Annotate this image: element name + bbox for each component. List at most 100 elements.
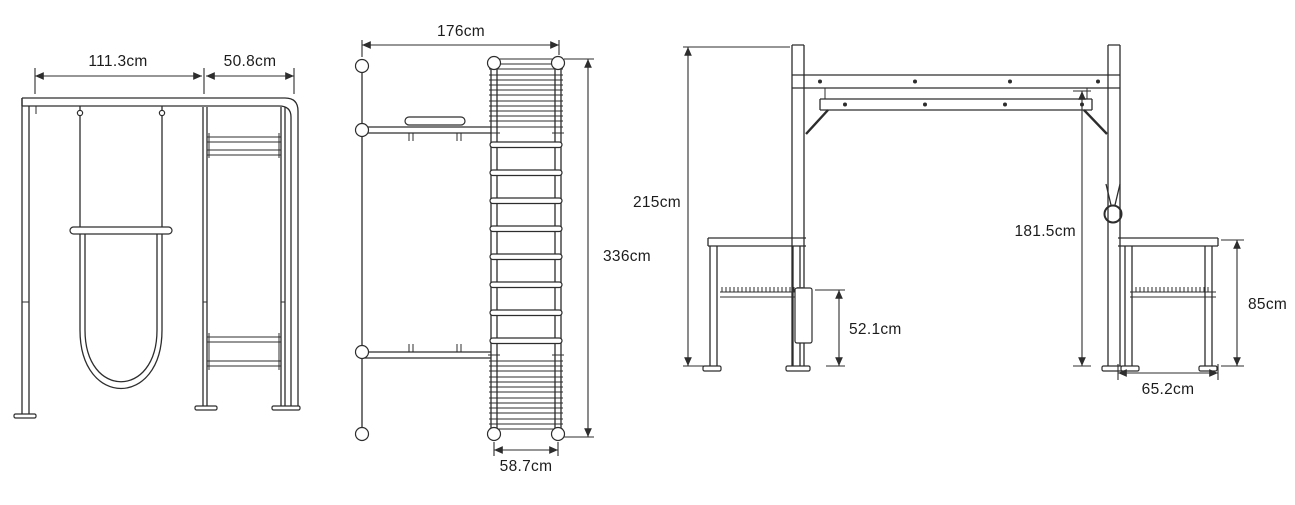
swing-strap-outer	[79, 234, 163, 390]
top-frame	[361, 66, 491, 434]
ladder-rung	[489, 141, 563, 149]
front-swing-width-label: 111.3cm	[88, 53, 147, 70]
beam-rail-links	[824, 88, 1088, 99]
rope-hook-left	[76, 109, 84, 117]
crossbar-top	[362, 126, 491, 134]
hanging-seat	[794, 287, 813, 344]
top-post-circles	[354, 55, 566, 442]
extension-lines-right	[564, 58, 594, 438]
side-bench-height-label: 85cm	[1248, 296, 1287, 313]
ext-seat-height	[815, 289, 845, 367]
foot-plate	[1101, 365, 1123, 372]
bench-rungs	[207, 136, 281, 367]
crossbar-bottom	[362, 351, 491, 359]
bolt-dot	[1003, 102, 1007, 107]
side-seat-height-label: 52.1cm	[849, 321, 902, 338]
rail-joint-ticks	[488, 132, 564, 356]
ring-strap	[1105, 183, 1121, 206]
bolt-dot	[1008, 79, 1012, 84]
side-beams	[792, 74, 1120, 135]
ext-bench-height	[1221, 239, 1244, 367]
bench-rail	[707, 237, 806, 247]
rope-hook-right	[158, 109, 166, 117]
top-ladder	[488, 58, 564, 438]
top-dimensions: 176cm 336cm 58.7cm	[361, 23, 651, 475]
monkey-bar-rail	[819, 98, 1093, 111]
top-frame-length-label: 336cm	[603, 248, 651, 265]
ladder-rung	[489, 253, 563, 261]
brace-right	[1083, 109, 1108, 135]
ladder-dense-rungs-top	[489, 58, 563, 128]
side-bar-height-label: 181.5cm	[1014, 223, 1076, 240]
extension-lines-bottom	[493, 442, 559, 456]
post-circle	[550, 55, 566, 71]
foot-plate	[785, 365, 811, 372]
side-view: 215cm 181.5cm 52.1cm 85cm 65.2cm	[633, 44, 1287, 398]
bench-rung-brackets	[203, 133, 285, 370]
front-dimensions: 111.3cm 50.8cm	[34, 53, 295, 94]
trapeze-bar	[69, 226, 173, 235]
ladder-rung	[489, 225, 563, 233]
beam-top-line	[22, 97, 299, 406]
bench-seat-base	[1130, 291, 1216, 298]
ladder-dense-rungs-bottom	[489, 360, 563, 430]
post-circle	[354, 426, 370, 442]
ext-frame-height	[683, 46, 790, 367]
bench-foot-right	[271, 405, 301, 411]
bolt-dot	[818, 79, 822, 84]
left-post	[21, 98, 30, 414]
front-frame	[13, 97, 299, 419]
top-frame-width-label: 176cm	[437, 23, 485, 40]
foot-plate	[1198, 365, 1218, 372]
post-circle	[486, 55, 502, 71]
side-posts	[791, 44, 1121, 366]
ladder-rails	[490, 58, 562, 438]
bench-seat-slats	[1131, 287, 1213, 292]
hanger-ticks	[408, 133, 462, 352]
brace-left	[805, 109, 829, 135]
ring-icon	[1103, 204, 1123, 224]
right-bench	[1118, 237, 1219, 366]
front-bench-width-label: 50.8cm	[224, 53, 277, 70]
ladder-rung	[489, 309, 563, 317]
bench-foot-left	[194, 405, 218, 411]
top-beam	[792, 74, 1120, 89]
bench-rail	[1118, 237, 1219, 247]
bolt-dot	[913, 79, 917, 84]
front-view: 111.3cm 50.8cm	[13, 53, 301, 419]
post-joint-tick	[22, 106, 37, 303]
front-swing	[69, 106, 173, 390]
bench-legs	[1124, 246, 1213, 366]
post-circle	[486, 426, 502, 442]
gym-ring	[1103, 183, 1123, 224]
top-ladder-width-label: 58.7cm	[500, 458, 553, 475]
post-circle	[354, 58, 370, 74]
post-circle	[354, 122, 370, 138]
ladder-rung	[489, 169, 563, 177]
top-view: 176cm 336cm 58.7cm	[354, 23, 651, 475]
ladder-rung	[489, 281, 563, 289]
bench-legs	[709, 246, 801, 366]
bolt-dot	[923, 102, 927, 107]
foot-plate	[702, 365, 722, 372]
bench-seat-slats	[721, 287, 803, 292]
extension-lines	[34, 68, 295, 94]
post-circle	[354, 344, 370, 360]
left-post-foot	[13, 413, 37, 419]
right-post	[1107, 44, 1121, 366]
beam-bottom-line	[22, 105, 292, 406]
side-bench-width-label: 65.2cm	[1142, 381, 1195, 398]
bench-rails	[202, 107, 286, 406]
front-bench-ladder	[194, 107, 301, 411]
trapeze-bar-plan	[404, 116, 466, 126]
ladder-rung	[489, 197, 563, 205]
bolt-dot	[1096, 79, 1100, 84]
foot-plate	[1120, 365, 1140, 372]
post-circle	[550, 426, 566, 442]
swing-strap-inner	[84, 234, 158, 383]
side-frame-height-label: 215cm	[633, 194, 681, 211]
left-bench	[707, 237, 806, 366]
extension-lines-top	[361, 40, 560, 57]
feet	[702, 365, 1218, 372]
